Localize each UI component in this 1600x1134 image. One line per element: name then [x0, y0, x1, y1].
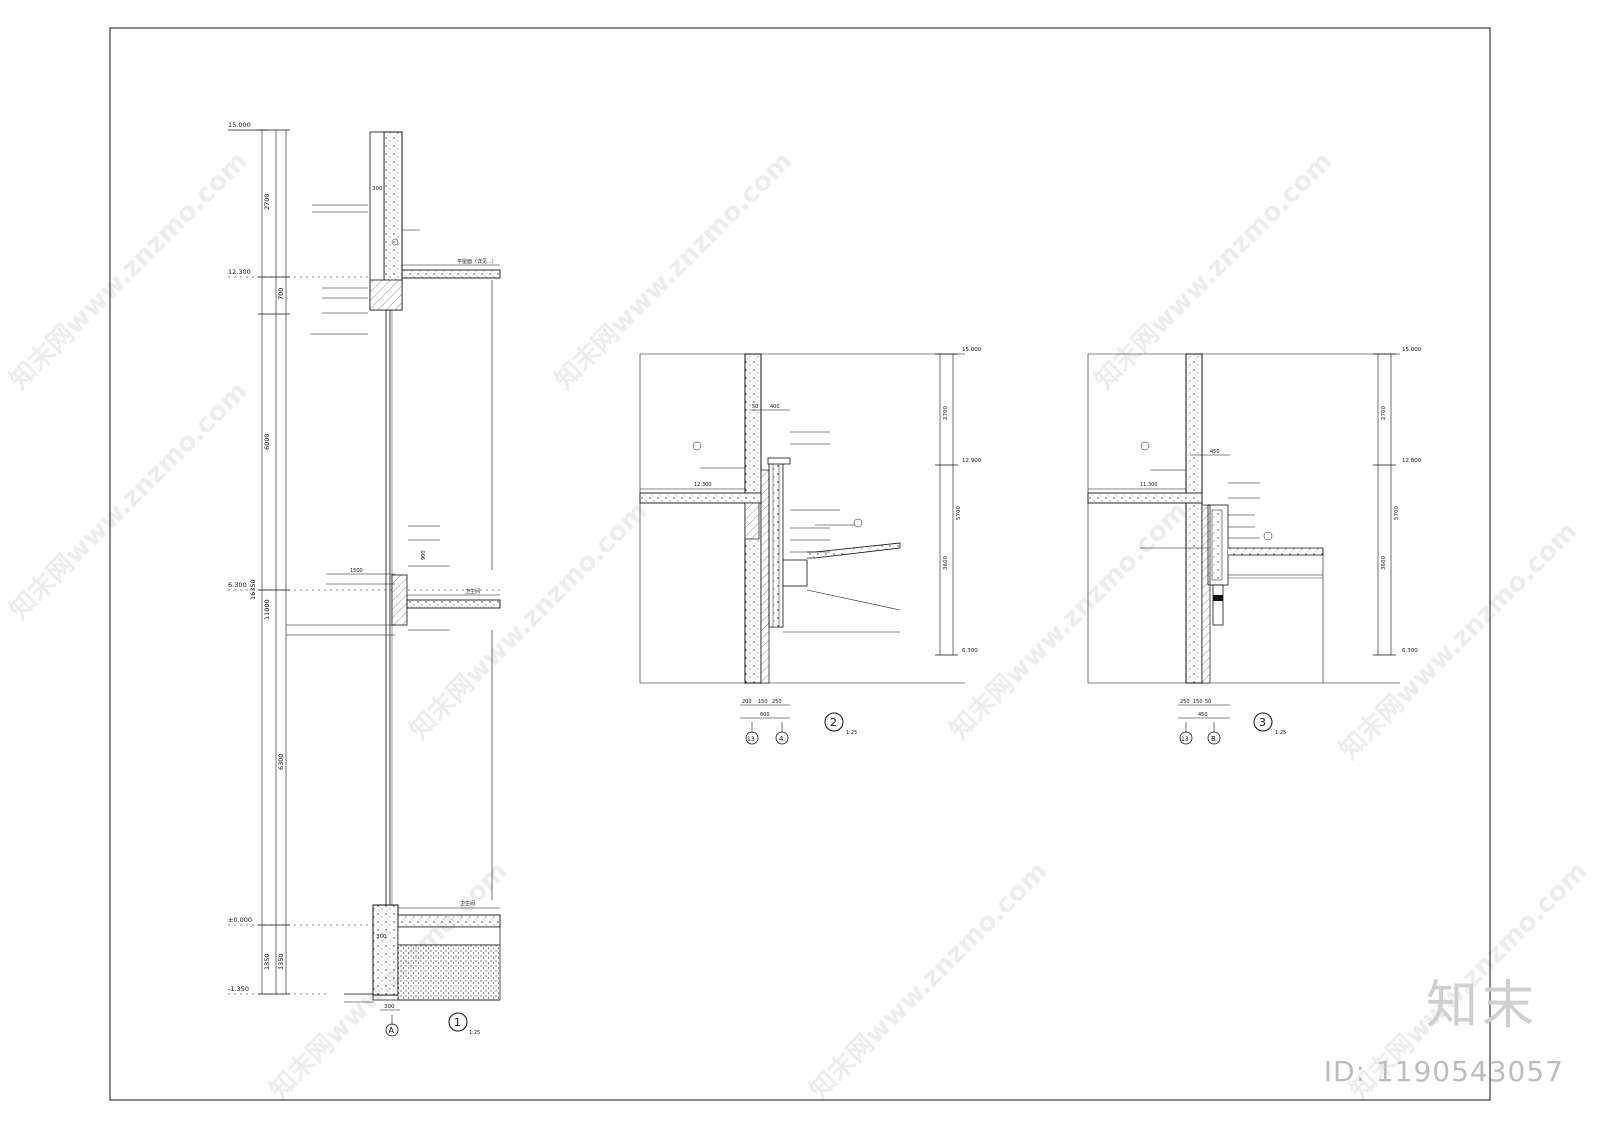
d3-dim-b2: 150	[1193, 699, 1203, 705]
d2-dim-r2: 5700	[956, 506, 962, 520]
brand-watermark: 知末	[1425, 976, 1538, 1036]
d1-dim-g: 1350	[263, 953, 271, 970]
d2-dim-b1: 200	[742, 699, 752, 705]
d1-dim-wall: 300	[372, 186, 383, 192]
detail-1: 15.000 12.300 6.300 ±0.000 -1.350 2700 7…	[228, 121, 501, 1037]
d1-dim-e: 11000	[263, 599, 271, 620]
d3-slab-level: 11.300	[1140, 482, 1158, 488]
d2-dim-t2: 400	[770, 404, 780, 410]
d2-level-1: 15.000	[962, 347, 982, 353]
d1-number: 1	[454, 1016, 461, 1029]
d1-dim-h: 1350	[277, 953, 285, 970]
d1-dim-base: 300	[376, 934, 387, 940]
d1-dim-bottom: 300	[384, 1004, 395, 1010]
d2-dim-r3: 3600	[943, 556, 949, 570]
d3-number: 3	[1259, 716, 1266, 729]
d3-scale: 1:25	[1275, 730, 1286, 736]
d1-level-4: ±0.000	[228, 916, 252, 924]
d2-axis-1: 13	[747, 736, 755, 743]
d1-scale: 1:25	[469, 1030, 480, 1036]
d2-dim-b4: 600	[760, 712, 770, 718]
d2-axis-2: 4	[779, 735, 784, 743]
d3-level-2: 12.800	[1402, 458, 1422, 464]
d3-dim-r1: 2700	[1381, 406, 1387, 420]
d1-level-3: 6.300	[228, 581, 247, 589]
detail-2: 15.000 12.900 6.300 2700 5700 3600 12.30…	[639, 347, 982, 745]
d1-dim-b: 700	[277, 288, 285, 300]
d1-axis: A	[389, 1026, 395, 1035]
d2-dim-b3: 250	[772, 699, 782, 705]
d2-scale: 1:25	[846, 730, 857, 736]
d2-level-2: 12.900	[962, 458, 982, 464]
d3-dim-r2: 5700	[1394, 506, 1400, 520]
image-id: ID: 1190543057	[1323, 1055, 1564, 1088]
d3-level-3: 6.300	[1402, 648, 1418, 654]
d3-dim-b1: 250	[1180, 699, 1190, 705]
d1-level-2: 12.300	[228, 268, 251, 276]
d2-dim-b2: 150	[758, 699, 768, 705]
d2-dim-t1: 50	[752, 404, 758, 410]
d1-dim-f: 6300	[277, 753, 285, 770]
d2-number: 2	[830, 716, 837, 729]
d1-roof-label: 平屋面（详见...）	[457, 258, 497, 265]
detail-3: 15.000 12.800 6.300 2700 5700 3600 11.30…	[1087, 347, 1422, 745]
d3-axis-1: 13	[1181, 736, 1189, 743]
d3-level-1: 15.000	[1402, 347, 1422, 353]
d1-wc-label-1: 卫生间	[465, 588, 480, 595]
d3-dim-r3: 3600	[1381, 556, 1387, 570]
sheet-border	[109, 27, 1491, 1101]
d3-dim-b4: 450	[1198, 712, 1208, 718]
d2-dim-r1: 2700	[943, 406, 949, 420]
d1-level-5: -1.350	[228, 985, 249, 993]
d1-wc-label-2: 卫生间	[460, 900, 475, 907]
d1-axis-bubble	[385, 1023, 399, 1037]
d3-dim-t1: 450	[1210, 449, 1220, 455]
d3-axis-2: B	[1211, 735, 1216, 743]
d2-level-3: 6.300	[962, 648, 978, 654]
d1-dim-900: 900	[421, 550, 427, 560]
d1-dim-1500: 1500	[350, 568, 363, 574]
d1-level-1: 15.000	[228, 121, 251, 129]
d2-slab-level: 12.300	[694, 482, 712, 488]
d1-dim-c: 6000	[263, 433, 271, 450]
d1-dim-d: 16350	[249, 579, 257, 600]
d3-dim-b3: 50	[1205, 699, 1211, 705]
d1-number-circle	[448, 1012, 468, 1032]
d1-dim-a: 2700	[263, 193, 271, 210]
